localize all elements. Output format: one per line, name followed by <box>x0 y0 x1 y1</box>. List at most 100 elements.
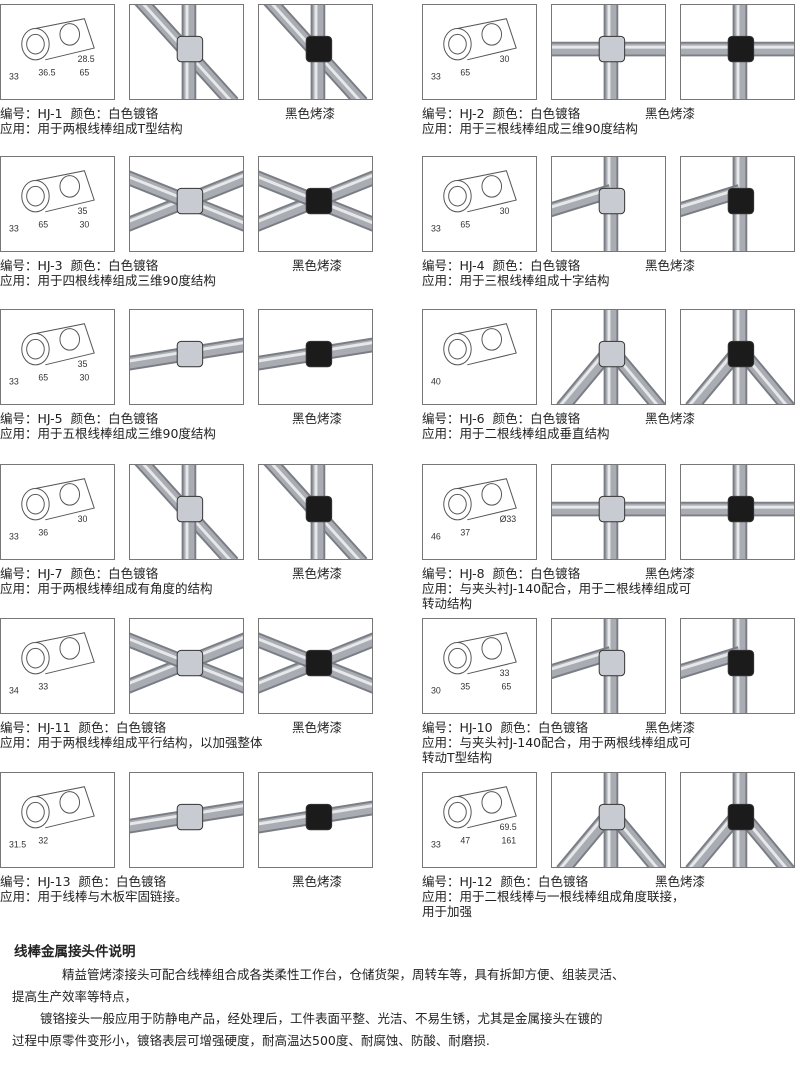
product-color: 颜色：白色镀铬 <box>70 258 159 273</box>
chrome-photo <box>129 156 244 252</box>
product-code: 编号：HJ-12 <box>422 874 493 889</box>
product-black-finish: 黑色烤漆 <box>292 720 343 735</box>
product-code: 编号：HJ-4 <box>422 258 485 273</box>
black-paint-photo <box>680 464 795 560</box>
product-application-cont: 转动T型结构 <box>422 750 493 765</box>
product-color: 颜色：白色镀铬 <box>78 874 167 889</box>
product-application: 应用：用于四根线棒组成三维90度结构 <box>0 273 216 288</box>
product-application: 应用：与夹头衬J-140配合，用于二根线棒组成可 <box>422 581 692 596</box>
chrome-photo <box>551 772 666 868</box>
chrome-photo <box>551 4 666 100</box>
product-caption: 编号：HJ-1 颜色：白色镀铬 黑色烤漆 应用：用于两根线棒组成T型结构 <box>0 106 335 136</box>
black-paint-photo <box>680 156 795 252</box>
black-paint-photo <box>258 309 373 405</box>
product-caption: 编号：HJ-5 颜色：白色镀铬 黑色烤漆 应用：用于五根线棒组成三维90度结构 <box>0 411 342 441</box>
product-application: 应用：用于二根线棒组成垂直结构 <box>422 426 610 441</box>
chrome-photo <box>551 464 666 560</box>
dimension-label: Ø33 <box>500 514 517 524</box>
product-color: 颜色：白色镀铬 <box>492 106 581 121</box>
dimension-label: 33 <box>9 223 19 233</box>
product-item: 33 36.5 28.5 65 编号：HJ-1 颜色：白色镀铬 黑色烤漆 应用：用于两… <box>0 4 384 156</box>
product-application: 应用：用于线棒与木板牢固链接。 <box>0 889 188 904</box>
dimension-drawing: 46 37 Ø33 <box>422 464 537 560</box>
product-application: 应用：用于二根线棒与一根线棒组成角度联接， <box>422 889 685 904</box>
product-code: 编号：HJ-7 <box>0 566 63 581</box>
product-code: 编号：HJ-10 <box>422 720 493 735</box>
dimension-label: 33 <box>9 531 19 541</box>
product-code: 编号：HJ-1 <box>0 106 63 121</box>
product-black-finish: 黑色烤漆 <box>285 106 336 121</box>
chrome-photo <box>129 309 244 405</box>
product-color: 颜色：白色镀铬 <box>492 411 581 426</box>
product-black-finish: 黑色烤漆 <box>645 720 696 735</box>
product-code: 编号：HJ-2 <box>422 106 485 121</box>
black-paint-photo <box>258 4 373 100</box>
dimension-label: 69.5 <box>500 822 517 832</box>
dimension-label: 46 <box>431 531 441 541</box>
product-black-finish: 黑色烤漆 <box>292 411 343 426</box>
dimension-label: 37 <box>460 528 470 538</box>
product-black-finish: 黑色烤漆 <box>292 566 343 581</box>
product-black-finish: 黑色烤漆 <box>292 258 343 273</box>
dimension-label: 30 <box>500 206 510 216</box>
black-paint-photo <box>680 618 795 714</box>
paragraph-2-line-2: 过程中原零件变形小，镀铬表层可增强硬度，耐高温达500度、耐腐蚀、防酸、耐磨损. <box>12 1033 490 1048</box>
product-application: 应用：用于五根线棒组成三维90度结构 <box>0 426 216 441</box>
dimension-drawing: 31.5 32 <box>0 772 115 868</box>
paragraph-1-line-2: 提高生产效率等特点， <box>12 989 138 1004</box>
dimension-label: 30 <box>431 685 441 695</box>
product-caption: 编号：HJ-7 颜色：白色镀铬 黑色烤漆 应用：用于两根线棒组成有角度的结构 <box>0 566 342 596</box>
dimension-label: 65 <box>38 220 48 230</box>
dimension-label: 32 <box>38 836 48 846</box>
product-item: 40 编号：HJ-6 颜色：白色镀铬 黑色烤漆 应用：用于二根线棒组成垂直结构 <box>422 309 800 461</box>
product-color: 颜色：白色镀铬 <box>70 411 159 426</box>
product-images: 31.5 32 <box>0 772 378 868</box>
product-color: 颜色：白色镀铬 <box>492 258 581 273</box>
black-paint-photo <box>258 618 373 714</box>
chrome-photo <box>551 618 666 714</box>
product-application: 应用：用于两根线棒组成有角度的结构 <box>0 581 213 596</box>
dimension-label: 161 <box>502 836 517 846</box>
product-application: 应用：用于三根线棒组成三维90度结构 <box>422 121 638 136</box>
dimension-label: 65 <box>502 682 512 692</box>
product-application: 应用：用于两根线棒组成平行结构，以加强整体 <box>0 735 263 750</box>
product-application: 应用：用于两根线棒组成T型结构 <box>0 121 183 136</box>
product-caption: 编号：HJ-13 颜色：白色镀铬 黑色烤漆 应用：用于线棒与木板牢固链接。 <box>0 874 342 904</box>
section-title: 线棒金属接头件说明 <box>14 944 136 960</box>
dimension-label: 36.5 <box>38 68 55 78</box>
dimension-label: 33 <box>431 839 441 849</box>
product-black-finish: 黑色烤漆 <box>645 566 696 581</box>
dimension-label: 31.5 <box>9 839 26 849</box>
product-application-cont: 用于加强 <box>422 904 473 919</box>
product-color: 颜色：白色镀铬 <box>70 566 159 581</box>
dimension-label: 33 <box>9 71 19 81</box>
paragraph-1-line-1: 精益管烤漆接头可配合线棒组合成各类柔性工作台，仓储货架，周转车等，具有拆卸方便、… <box>62 967 625 982</box>
chrome-photo <box>129 618 244 714</box>
product-black-finish: 黑色烤漆 <box>645 258 696 273</box>
black-paint-photo <box>258 156 373 252</box>
dimension-label: 40 <box>431 376 441 386</box>
product-images: 46 37 Ø33 <box>422 464 800 560</box>
dimension-label: 33 <box>500 668 510 678</box>
product-black-finish: 黑色烤漆 <box>655 874 706 889</box>
dimension-label: 65 <box>460 220 470 230</box>
dimension-label: 28.5 <box>78 54 95 64</box>
product-code: 编号：HJ-8 <box>422 566 485 581</box>
product-code: 编号：HJ-13 <box>0 874 71 889</box>
dimension-label: 65 <box>80 68 90 78</box>
product-color: 颜色：白色镀铬 <box>78 720 167 735</box>
black-paint-photo <box>680 4 795 100</box>
dimension-label: 33 <box>431 71 441 81</box>
